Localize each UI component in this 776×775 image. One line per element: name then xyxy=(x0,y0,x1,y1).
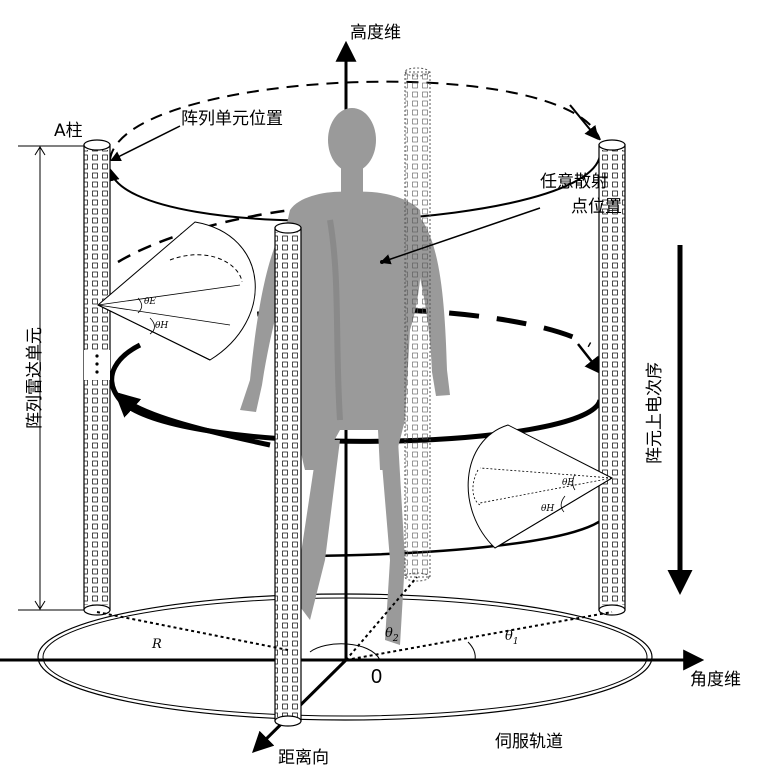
left-theta-h-label: θH xyxy=(155,321,168,331)
array-element-position-label: 阵列单元位置 xyxy=(181,109,283,129)
middle-ring-back-dashed xyxy=(117,195,404,264)
right-beam-cone xyxy=(467,424,614,549)
range-axis-label: 距离向 xyxy=(278,748,329,768)
pillar-front xyxy=(274,222,302,727)
theta1-label: θ1 xyxy=(505,629,519,647)
left-theta-e-label: θE xyxy=(144,297,156,307)
radius-lines xyxy=(96,576,613,661)
scatter-point-label-line2: 点位置 xyxy=(571,197,622,217)
servo-track-label: 伺服轨道 xyxy=(495,732,563,752)
theta2-arc xyxy=(309,643,381,661)
scatter-point xyxy=(380,260,384,264)
element-power-order-label: 阵元上电次序 xyxy=(645,362,665,464)
array-element-callout-arrow xyxy=(110,125,181,161)
array-bracket xyxy=(18,145,84,611)
height-axis-label: 高度维 xyxy=(350,23,401,43)
origin-label: 0 xyxy=(371,666,382,688)
right-theta-e-label: θE xyxy=(562,478,574,488)
angle-axis-label: 角度维 xyxy=(690,670,741,690)
right-theta-h-label: θH xyxy=(541,504,554,514)
theta2-label: θ2 xyxy=(385,626,399,644)
top-ring-arrow xyxy=(569,104,599,141)
radius-label: R xyxy=(151,637,162,652)
theta1-arc xyxy=(467,641,476,661)
thick-ring-right-dashed xyxy=(577,343,603,375)
lower-ring-arrow xyxy=(301,509,612,565)
left-beam-cone xyxy=(97,221,256,361)
pillar-a-label: A柱 xyxy=(54,121,83,141)
scatter-point-label-line1: 任意散射 xyxy=(540,172,608,192)
thick-ring-front-arrowhead xyxy=(114,391,271,448)
array-radar-units-label: 阵列雷达单元 xyxy=(25,327,45,429)
pillar-a xyxy=(83,139,111,616)
pillar-right xyxy=(598,139,626,616)
scatter-point-callout-arrow xyxy=(380,207,541,265)
center-back-pillar xyxy=(404,67,431,582)
